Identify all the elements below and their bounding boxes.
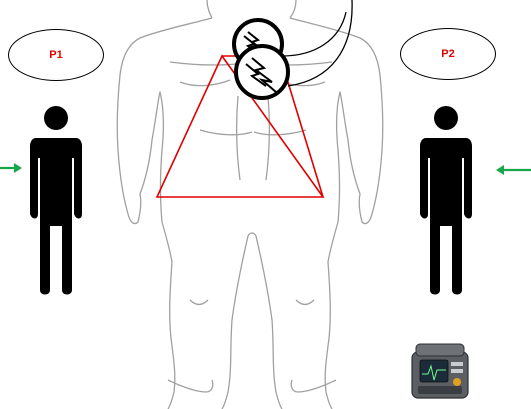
- defibrillator-monitor-icon: [412, 344, 468, 398]
- arrow-right-icon: [0, 163, 22, 173]
- p2-label-text: P2: [441, 48, 454, 60]
- p1-label-text: P1: [49, 49, 62, 61]
- person-icon: [420, 106, 472, 295]
- p2-label: P2: [400, 28, 496, 80]
- person-icon: [30, 106, 82, 295]
- lightning-electrode-icon: [234, 20, 288, 98]
- arrow-left-icon: [496, 165, 531, 175]
- electrode-cable: [288, 0, 352, 86]
- p1-label: P1: [8, 29, 104, 81]
